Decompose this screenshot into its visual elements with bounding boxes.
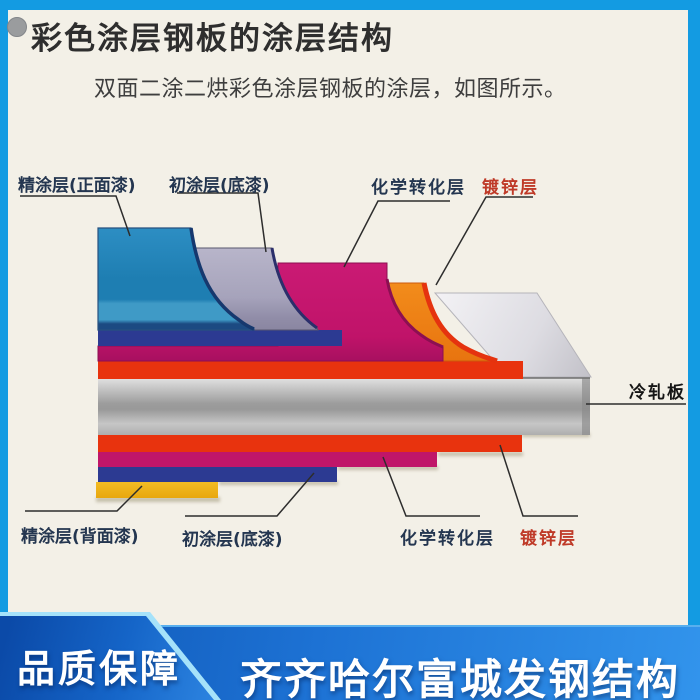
topcoat-curve-rim <box>189 227 255 331</box>
bullet-icon <box>7 17 27 37</box>
layer-chem-bottom-strip-shape <box>98 452 437 467</box>
leader-bottom-primer <box>185 472 315 517</box>
layer-primer-bottom-strip-shape <box>98 467 337 482</box>
leader-top-chem <box>343 200 450 268</box>
plate-front-shape <box>98 378 590 435</box>
layer-backcoat-strip-shape <box>96 482 218 498</box>
company-name-text: 齐齐哈尔富城发钢结构 <box>239 655 680 700</box>
chem-curve-rim <box>385 278 444 349</box>
page-subtitle: 双面二涂二烘彩色涂层钢板的涂层，如图所示。 <box>94 77 567 102</box>
frame-edge-top <box>0 0 700 10</box>
layer-zinc-top-strip-shape <box>98 361 523 379</box>
label-bottom-zinc: 镀锌层 <box>520 529 577 549</box>
plate-right-edge-shape <box>582 378 590 435</box>
label-plate: 冷轧板 <box>629 383 686 403</box>
label-bottom-finish: 精涂层(背面漆) <box>21 527 139 547</box>
leader-bottom-zinc <box>499 444 578 517</box>
leader-lines <box>20 192 686 517</box>
leader-top-zinc <box>435 196 533 286</box>
label-top-zinc: 镀锌层 <box>482 178 539 198</box>
leader-top-finish <box>20 195 131 237</box>
leader-bottom-finish <box>25 485 143 512</box>
label-bottom-chem: 化学转化层 <box>400 529 495 549</box>
frame-edge-right <box>688 0 700 700</box>
leader-top-primer <box>177 192 267 253</box>
label-bottom-primer: 初涂层(底漆) <box>182 530 283 550</box>
plate-top-face-shape <box>433 292 592 378</box>
layer-zinc-bottom-strip-shape <box>98 435 522 452</box>
zinc-curve-rim <box>421 282 498 364</box>
label-top-chem: 化学转化层 <box>371 178 466 198</box>
layer-primer-top-strip-shape <box>98 330 342 346</box>
primer-curve-rim <box>270 247 318 330</box>
frame-edge-left <box>0 0 8 700</box>
label-top-primer: 初涂层(底漆) <box>169 176 270 196</box>
quality-badge-text: 品质保障 <box>16 647 181 691</box>
label-top-finish: 精涂层(正面漆) <box>18 176 136 196</box>
leader-bottom-chem <box>382 456 480 517</box>
coating-structure-diagram <box>20 192 686 517</box>
page-title: 彩色涂层钢板的涂层结构 <box>31 21 394 57</box>
